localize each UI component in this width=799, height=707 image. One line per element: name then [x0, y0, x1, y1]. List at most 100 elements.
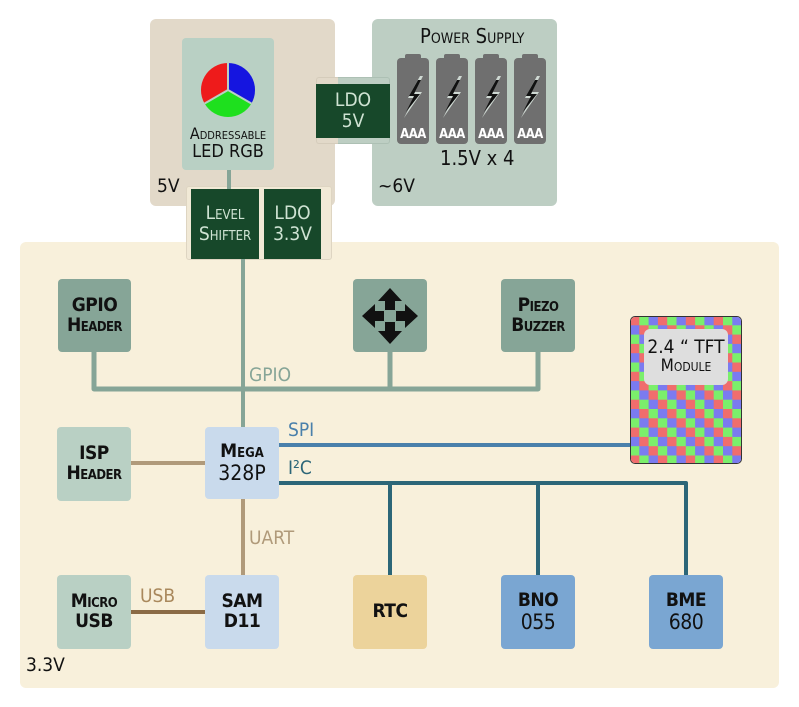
level-shifter-line2: Shifter	[198, 223, 252, 245]
tft-pixel	[685, 399, 696, 410]
tft-pixel	[631, 325, 640, 336]
level-shifter-line1: Level	[205, 202, 245, 225]
tft-pixel	[704, 409, 715, 419]
tft-pixel	[732, 371, 741, 382]
tft-pixel	[639, 418, 650, 429]
gpio-header-block[interactable]: GPIO Header	[58, 279, 131, 352]
tft-pixel	[685, 317, 696, 326]
gpio-header-line2: Header	[66, 313, 123, 336]
tft-pixel	[676, 418, 687, 429]
tft-pixel	[648, 418, 659, 429]
ldo-5v-block[interactable]: LDO 5V	[316, 84, 390, 138]
battery-label: AAA	[517, 127, 543, 142]
tft-pixel	[732, 343, 741, 354]
dpad-block[interactable]	[353, 279, 427, 352]
tft-pixel	[639, 399, 650, 410]
tft-pixel	[657, 317, 668, 326]
tft-pixel	[704, 446, 715, 456]
battery-label: AAA	[478, 127, 504, 142]
tft-pixel	[639, 446, 650, 456]
tft-pixel	[667, 390, 677, 401]
tft-pixel	[704, 418, 715, 429]
tft-pixel	[676, 317, 687, 326]
tft-pixel	[639, 390, 650, 401]
battery-label: AAA	[439, 127, 465, 142]
tft-pixel	[695, 409, 705, 419]
rtc-line1: RTC	[372, 600, 408, 623]
tft-pixel	[631, 436, 640, 447]
tft-label-panel: 2.4 “ TFT Module	[644, 329, 728, 385]
tft-pixel	[631, 455, 640, 463]
tft-pixel	[723, 317, 733, 326]
gpio-header-line1: GPIO	[71, 293, 118, 316]
tft-pixel	[723, 427, 733, 438]
tft-module-block[interactable]: 2.4 “ TFT Module	[630, 316, 742, 464]
tft-pixel	[695, 446, 705, 456]
tft-pixel	[723, 409, 733, 419]
isp-header-block[interactable]: ISP Header	[57, 427, 131, 501]
tft-pixel	[648, 446, 659, 456]
isp-header-line2: Header	[66, 462, 122, 484]
tft-pixel	[648, 455, 659, 463]
tft-pixel	[704, 455, 715, 463]
tft-pixel	[676, 381, 687, 391]
tft-pixel	[657, 427, 668, 438]
tft-pixel	[648, 409, 659, 419]
tft-pixel	[657, 446, 668, 456]
ldo-3v3-line2: 3.3V	[273, 223, 312, 245]
tft-pixel	[732, 353, 741, 363]
battery-icon	[436, 54, 468, 144]
led-rgb-block[interactable]: Addressable LED RGB	[182, 38, 274, 170]
tft-pixel	[685, 381, 696, 391]
tft-pixel	[732, 390, 741, 401]
isp-header-line1: ISP	[79, 442, 109, 465]
tft-pixel	[667, 317, 677, 326]
battery-aaa: AAA	[474, 54, 508, 144]
tft-pixel	[631, 343, 640, 354]
level-shifter-block[interactable]: Level Shifter	[191, 189, 259, 259]
tft-pixel	[639, 455, 650, 463]
bme680-block[interactable]: BME 680	[649, 575, 723, 649]
piezo-buzzer-block[interactable]: Piezo Buzzer	[501, 279, 575, 352]
bno055-line1: BNO	[517, 589, 559, 611]
tft-pixel	[695, 427, 705, 438]
tft-pixel	[685, 418, 696, 429]
samd11-block[interactable]: SAM D11	[205, 575, 279, 649]
ldo-5v-line1: LDO	[334, 89, 372, 112]
tft-pixel	[667, 381, 677, 391]
piezo-buzzer-line1: Piezo	[517, 293, 559, 316]
tft-pixel	[667, 427, 677, 438]
tft-pixel	[657, 399, 668, 410]
tft-pixel	[676, 390, 687, 401]
battery-icon	[475, 54, 507, 144]
tft-pixel	[685, 390, 696, 401]
tft-pixel	[723, 325, 733, 336]
battery-aaa: AAA	[396, 54, 430, 144]
tft-pixel	[704, 436, 715, 447]
battery-aaa: AAA	[513, 54, 547, 144]
tft-pixel	[723, 381, 733, 391]
bno055-line2: 055	[520, 609, 556, 634]
battery-aaa: AAA	[435, 54, 469, 144]
tft-pixel	[639, 409, 650, 419]
tft-pixel	[639, 381, 650, 391]
tft-pixel	[676, 427, 687, 438]
tft-pixel	[648, 436, 659, 447]
tft-pixel	[676, 455, 687, 463]
ldo-3v3-block[interactable]: LDO 3.3V	[264, 189, 321, 259]
rtc-block[interactable]: RTC	[353, 575, 427, 649]
tft-pixel	[631, 399, 640, 410]
piezo-buzzer-line2: Buzzer	[511, 313, 565, 336]
tft-pixel	[713, 427, 724, 438]
tft-pixel	[713, 409, 724, 419]
micro-usb-line2: USB	[75, 610, 113, 632]
mega328p-line2: 328P	[218, 460, 266, 485]
move-arrows-icon	[362, 287, 418, 344]
tft-pixel	[631, 334, 640, 345]
bno055-block[interactable]: BNO 055	[501, 575, 575, 649]
mega328p-block[interactable]: Mega 328P	[205, 427, 279, 499]
tft-pixel	[713, 455, 724, 463]
micro-usb-block[interactable]: Micro USB	[57, 575, 131, 649]
tft-pixel	[657, 455, 668, 463]
